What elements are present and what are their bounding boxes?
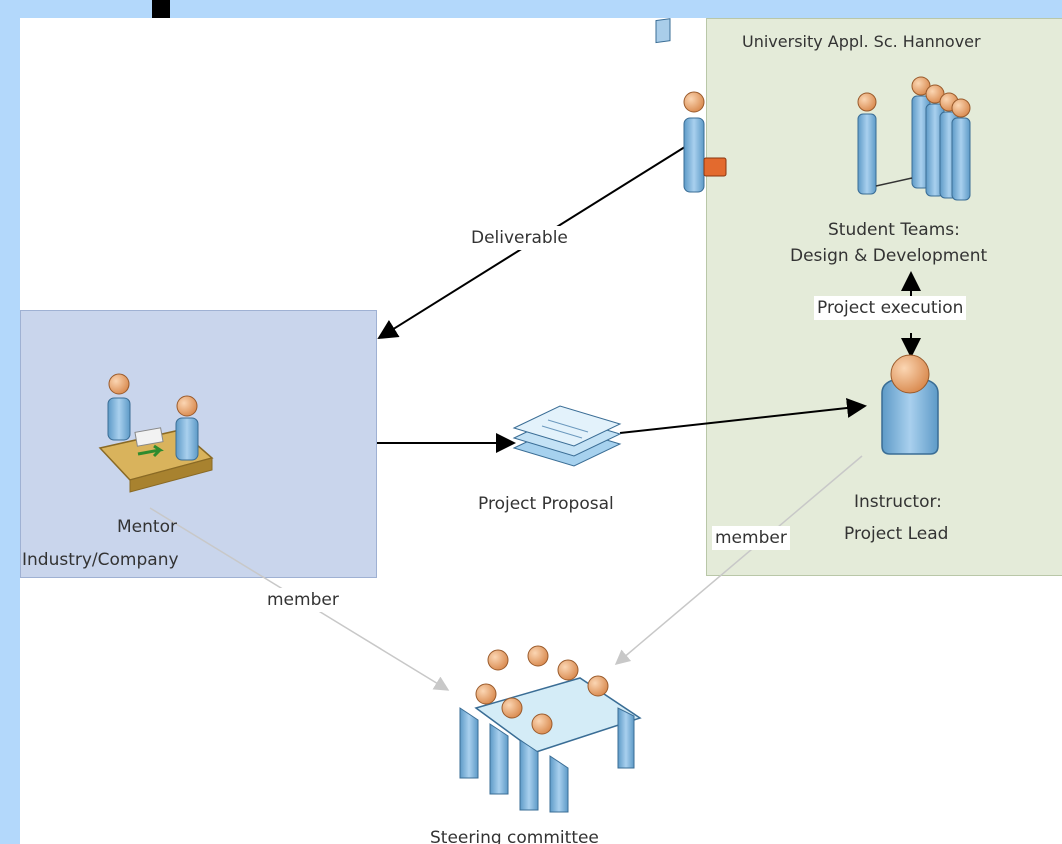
deliverable-label: Deliverable [468,226,571,250]
project-proposal-label: Project Proposal [478,494,614,514]
proposal-to-instructor-arrow [619,398,867,434]
instructor-icon [881,354,939,455]
student-teams-line1: Student Teams: [828,220,960,240]
university-label: University Appl. Sc. Hannover [742,32,981,51]
student-team-icon [857,76,971,201]
mentor-label-line2: Industry/Company [22,550,179,570]
instructor-label-line2: Project Lead [844,524,949,544]
meeting-icon [98,373,214,493]
committee-icon [459,645,642,813]
student-teams-line2: Design & Development [790,246,988,266]
handover-person-icon [655,18,727,193]
member-right-label: member [712,526,790,550]
member-right-link [614,455,863,665]
instructor-label-line1: Instructor: [854,492,942,512]
member-left-label: member [264,588,342,612]
documents-icon [512,405,622,467]
project-execution-label: Project execution [814,296,967,320]
connector-layer [98,18,971,813]
diagram-canvas: University Appl. Sc. Hannover Student Te… [20,18,1062,844]
mentor-label-line1: Mentor [117,517,177,537]
steering-committee-label: Steering committee [430,828,599,844]
